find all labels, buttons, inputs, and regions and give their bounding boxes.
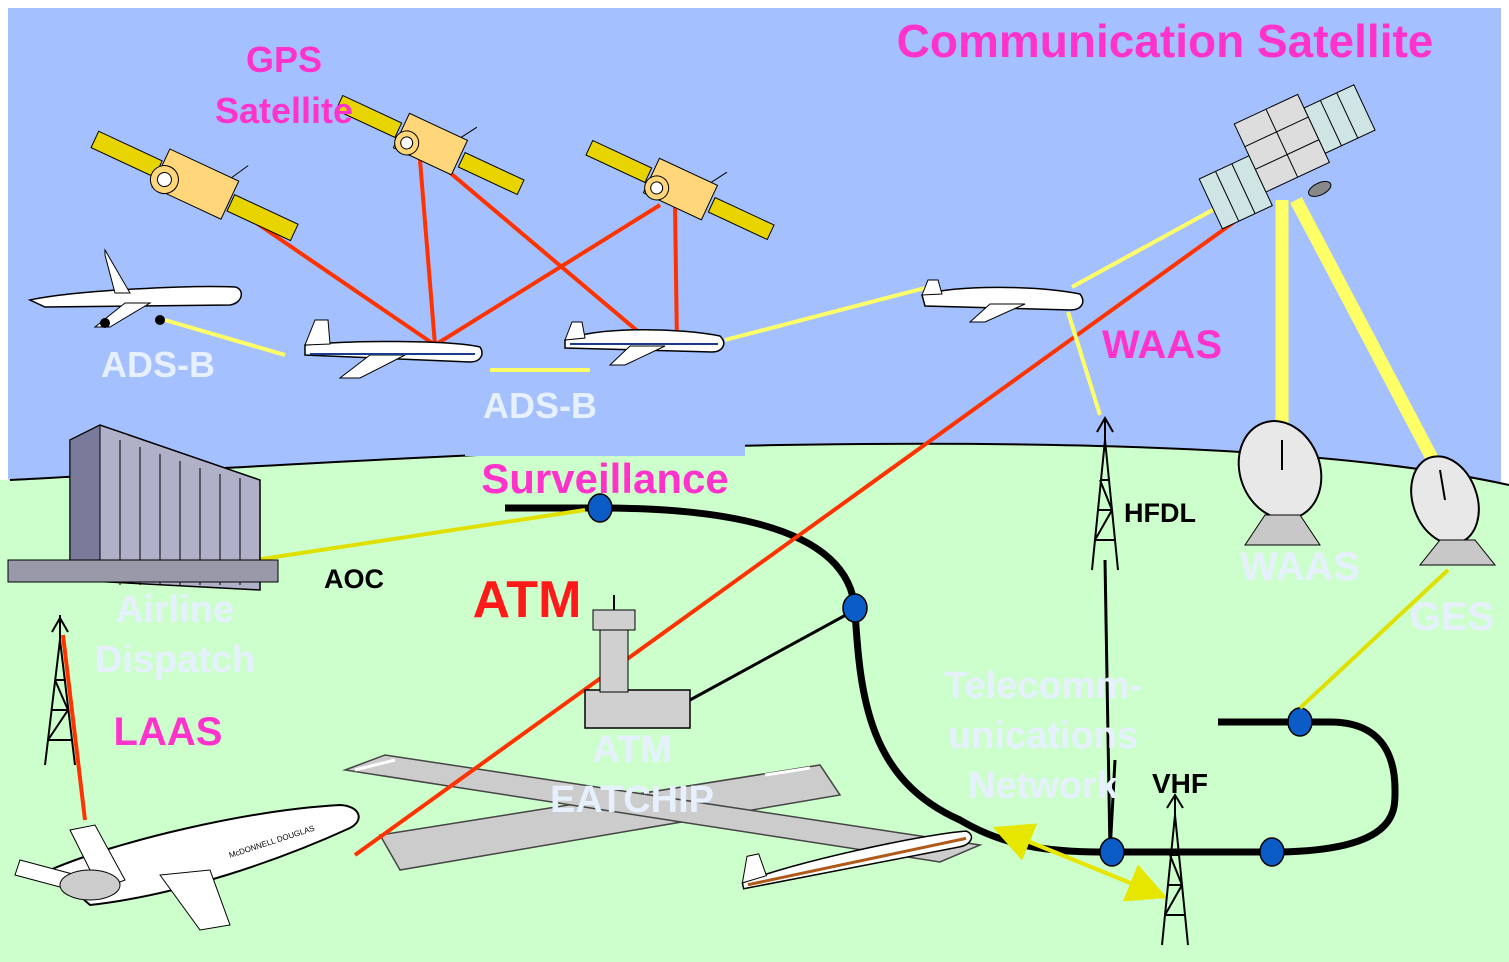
aircraft-icon xyxy=(741,830,973,890)
telecom-network-label: unications xyxy=(948,715,1138,757)
control-tower-icon xyxy=(584,595,691,729)
runway-cross xyxy=(342,754,983,871)
gps-satellite-icon xyxy=(90,130,299,242)
telecom-network-label: Network xyxy=(968,765,1119,807)
telecom-network-label: Telecomm- xyxy=(944,665,1142,707)
network-node xyxy=(842,593,868,623)
gps-satellite-label: Satellite xyxy=(215,90,353,131)
vhf-label: VHF xyxy=(1152,768,1208,799)
waas-dish-icon xyxy=(1237,420,1323,546)
network-node xyxy=(587,493,613,523)
gps-satellite-icon xyxy=(585,139,775,241)
aircraft-icon xyxy=(921,279,1084,323)
ges-dish-icon xyxy=(1410,455,1497,566)
communication-satellite-icon xyxy=(1198,84,1376,230)
laas-label: LAAS xyxy=(114,710,223,754)
adsb-label: ADS-B xyxy=(101,344,215,385)
gps-satellite-label: GPS xyxy=(246,39,322,80)
mcdonnell-douglas-aircraft-icon: McDONNELL DOUGLAS xyxy=(14,803,360,931)
sky-background xyxy=(8,8,1501,486)
network-node xyxy=(1287,707,1313,737)
network-node xyxy=(1099,837,1125,867)
datalink-connections xyxy=(164,193,1241,416)
atm-eatchip-label: ATM xyxy=(592,729,672,771)
atm-label: ATM xyxy=(473,571,582,629)
network-nodes xyxy=(587,493,1313,867)
airline-dispatch-label: Airline xyxy=(116,589,234,631)
surveillance-label: Surveillance xyxy=(481,455,728,502)
ges-label: GES xyxy=(1410,595,1494,639)
hfdl-antenna-icon xyxy=(1091,415,1119,571)
vhf-datalink-arrow xyxy=(1029,840,1168,902)
airline-dispatch-label: Dispatch xyxy=(95,639,255,681)
hfdl-label: HFDL xyxy=(1124,498,1196,528)
waas-label: WAAS xyxy=(1102,323,1222,367)
network-node xyxy=(1259,837,1285,867)
aoc-label: AOC xyxy=(324,564,384,594)
adsb-label: ADS-B xyxy=(483,385,597,426)
aircraft-icon xyxy=(27,248,242,328)
telecom-network xyxy=(505,504,1399,856)
aircraft-icon xyxy=(304,319,483,379)
label-backdrop xyxy=(465,418,745,456)
gps-signal-links xyxy=(61,158,1250,857)
vhf-antenna-icon xyxy=(1161,793,1189,946)
waas-ground-label: WAAS xyxy=(1240,545,1360,589)
communication-satellite-label: Communication Satellite xyxy=(897,15,1434,67)
ground-links xyxy=(254,508,1450,710)
ground-background xyxy=(0,443,1509,962)
tower-network-link xyxy=(689,608,856,702)
gps-satellite-icon xyxy=(335,94,525,196)
vhf-network-link xyxy=(1108,759,1117,853)
comm-satellite-downlinks xyxy=(1275,196,1439,464)
laas-antenna-icon xyxy=(44,615,76,766)
hfdl-network-link xyxy=(1103,559,1112,853)
aircraft-icon xyxy=(564,321,725,366)
airline-dispatch-building-icon xyxy=(7,424,279,591)
atm-eatchip-label: EATCHIP xyxy=(550,779,714,821)
